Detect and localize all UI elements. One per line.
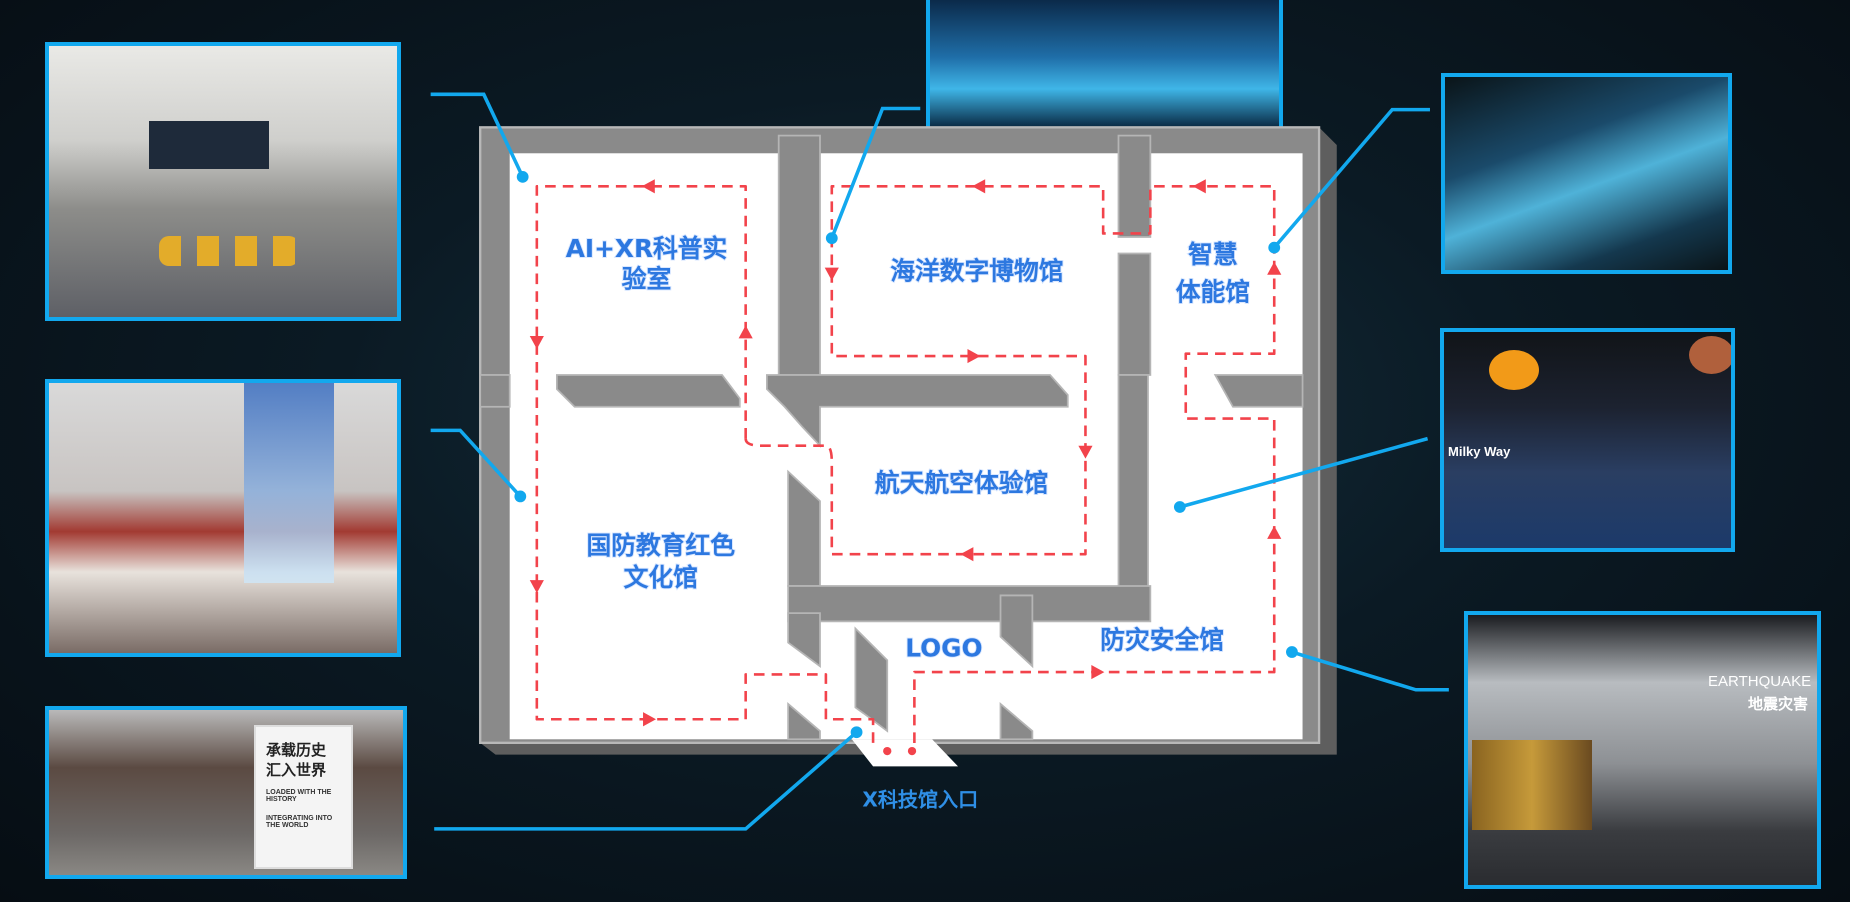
mars [1689,336,1731,374]
label-defense-2: 文化馆 [624,563,698,592]
route-arrow-icon [643,712,656,727]
exhibit-wall [1472,740,1592,830]
label-disaster: 防灾安全馆 [1100,626,1224,655]
stools [159,236,299,266]
label-ai-xr-lab: AI+XR科普实 [566,234,728,263]
route-arrow-icon [641,179,655,194]
visit-route [535,184,1276,750]
route-arrow-icon [1192,179,1206,194]
route-east [744,184,1276,750]
label-defense: 国防教育红色 [586,531,735,560]
route-arrows [529,179,1282,727]
flag-banner [244,383,334,583]
entrance-gap [851,739,959,767]
photo-disaster-hall: EARTHQUAKE 地震灾害 [1464,611,1821,889]
route-arrow-icon [1091,665,1105,680]
route-dots [883,746,917,756]
photo-entrance-hall: 承载历史 汇入世界 LOADED WITH THE HISTORY INTEGR… [45,706,407,879]
photo-aerospace: Milky Way [1440,328,1735,552]
route-arrow-icon [738,325,753,339]
callout-dots [514,170,1298,739]
photo-ai-xr-lab [45,42,401,321]
route-arrow-icon [529,336,544,350]
label-aerospace: 航天航空体验馆 [875,469,1048,498]
interior-walls [479,134,1304,741]
route-arrow-icon [1267,525,1282,539]
floor [509,153,1303,740]
sun [1489,350,1539,390]
label-entrance: X科技馆入口 [862,788,978,812]
route-arrow-icon [529,580,544,594]
route-west [535,184,875,750]
route-arrow-icon [972,179,986,194]
label-ai-xr-lab-2: 验室 [622,265,672,294]
screen [149,121,269,169]
label-smart-fitness-2: 体能馆 [1176,278,1250,307]
route-arrow-icon [824,267,839,281]
label-logo: LOGO [905,634,982,663]
callout-lines [430,92,1449,831]
history-panel: 承载历史 汇入世界 LOADED WITH THE HISTORY INTEGR… [254,725,353,869]
label-ocean-museum: 海洋数字博物馆 [890,256,1063,285]
photo-defense-hall [45,379,401,657]
route-arrow-icon [1267,261,1282,275]
route-arrow-icon [1078,445,1093,459]
label-smart-fitness: 智慧 [1188,240,1238,269]
route-arrow-icon [960,547,974,562]
route-arrow-icon [967,349,981,364]
photo-smart-fitness [1441,73,1732,274]
